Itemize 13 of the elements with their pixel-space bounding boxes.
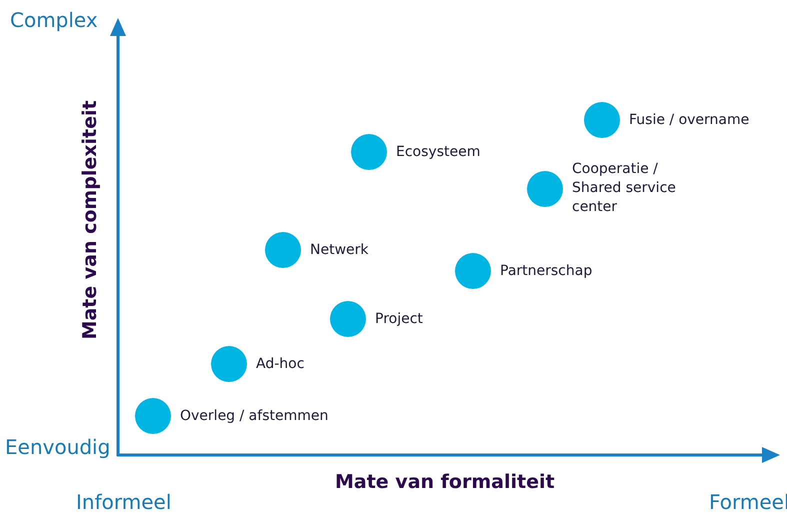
point-label: Overleg / afstemmen: [180, 406, 328, 426]
axis-title: Mate van formaliteit: [335, 471, 555, 493]
point-label: Project: [375, 310, 423, 328]
axis-title: Mate van complexiteit: [79, 100, 101, 340]
axis-end-label: Eenvoudig: [5, 435, 110, 459]
point-label: Fusie / overname: [629, 110, 750, 130]
point-label: Ecosysteem: [396, 142, 480, 162]
point-label: Netwerk: [310, 240, 369, 260]
axis-end-label: Complex: [10, 8, 98, 32]
axis-end-label: Informeel: [76, 490, 172, 513]
point-label: Partnerschap: [500, 262, 592, 280]
point-label: Ad-hoc: [256, 354, 304, 374]
point-label: Cooperatie / Shared service center: [572, 160, 677, 217]
